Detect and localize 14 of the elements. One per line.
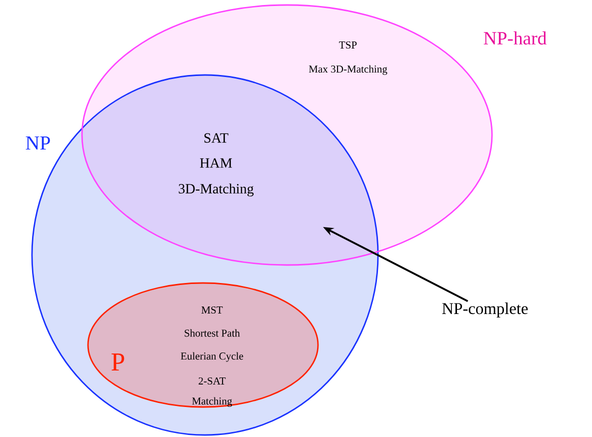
problem-name: SAT: [204, 133, 228, 143]
problem-name: Shortest Path: [184, 329, 240, 337]
class-label: NP-complete: [442, 302, 528, 318]
set-label: P: [112, 354, 124, 370]
problem-name: 2-SAT: [198, 377, 226, 385]
set-label: TSP: [339, 41, 357, 49]
problem-name: HAM: [200, 158, 232, 168]
problem-name: Eulerian Cycle: [180, 352, 244, 362]
problem-name: NP-hard: [484, 31, 547, 45]
problem-name: Max 3D-Matching: [308, 65, 388, 75]
set-label: NP: [26, 136, 50, 150]
problem-name: Matching: [192, 397, 232, 407]
problem-name: 3D-Matching: [178, 184, 254, 196]
problem-name: MST: [201, 306, 223, 314]
